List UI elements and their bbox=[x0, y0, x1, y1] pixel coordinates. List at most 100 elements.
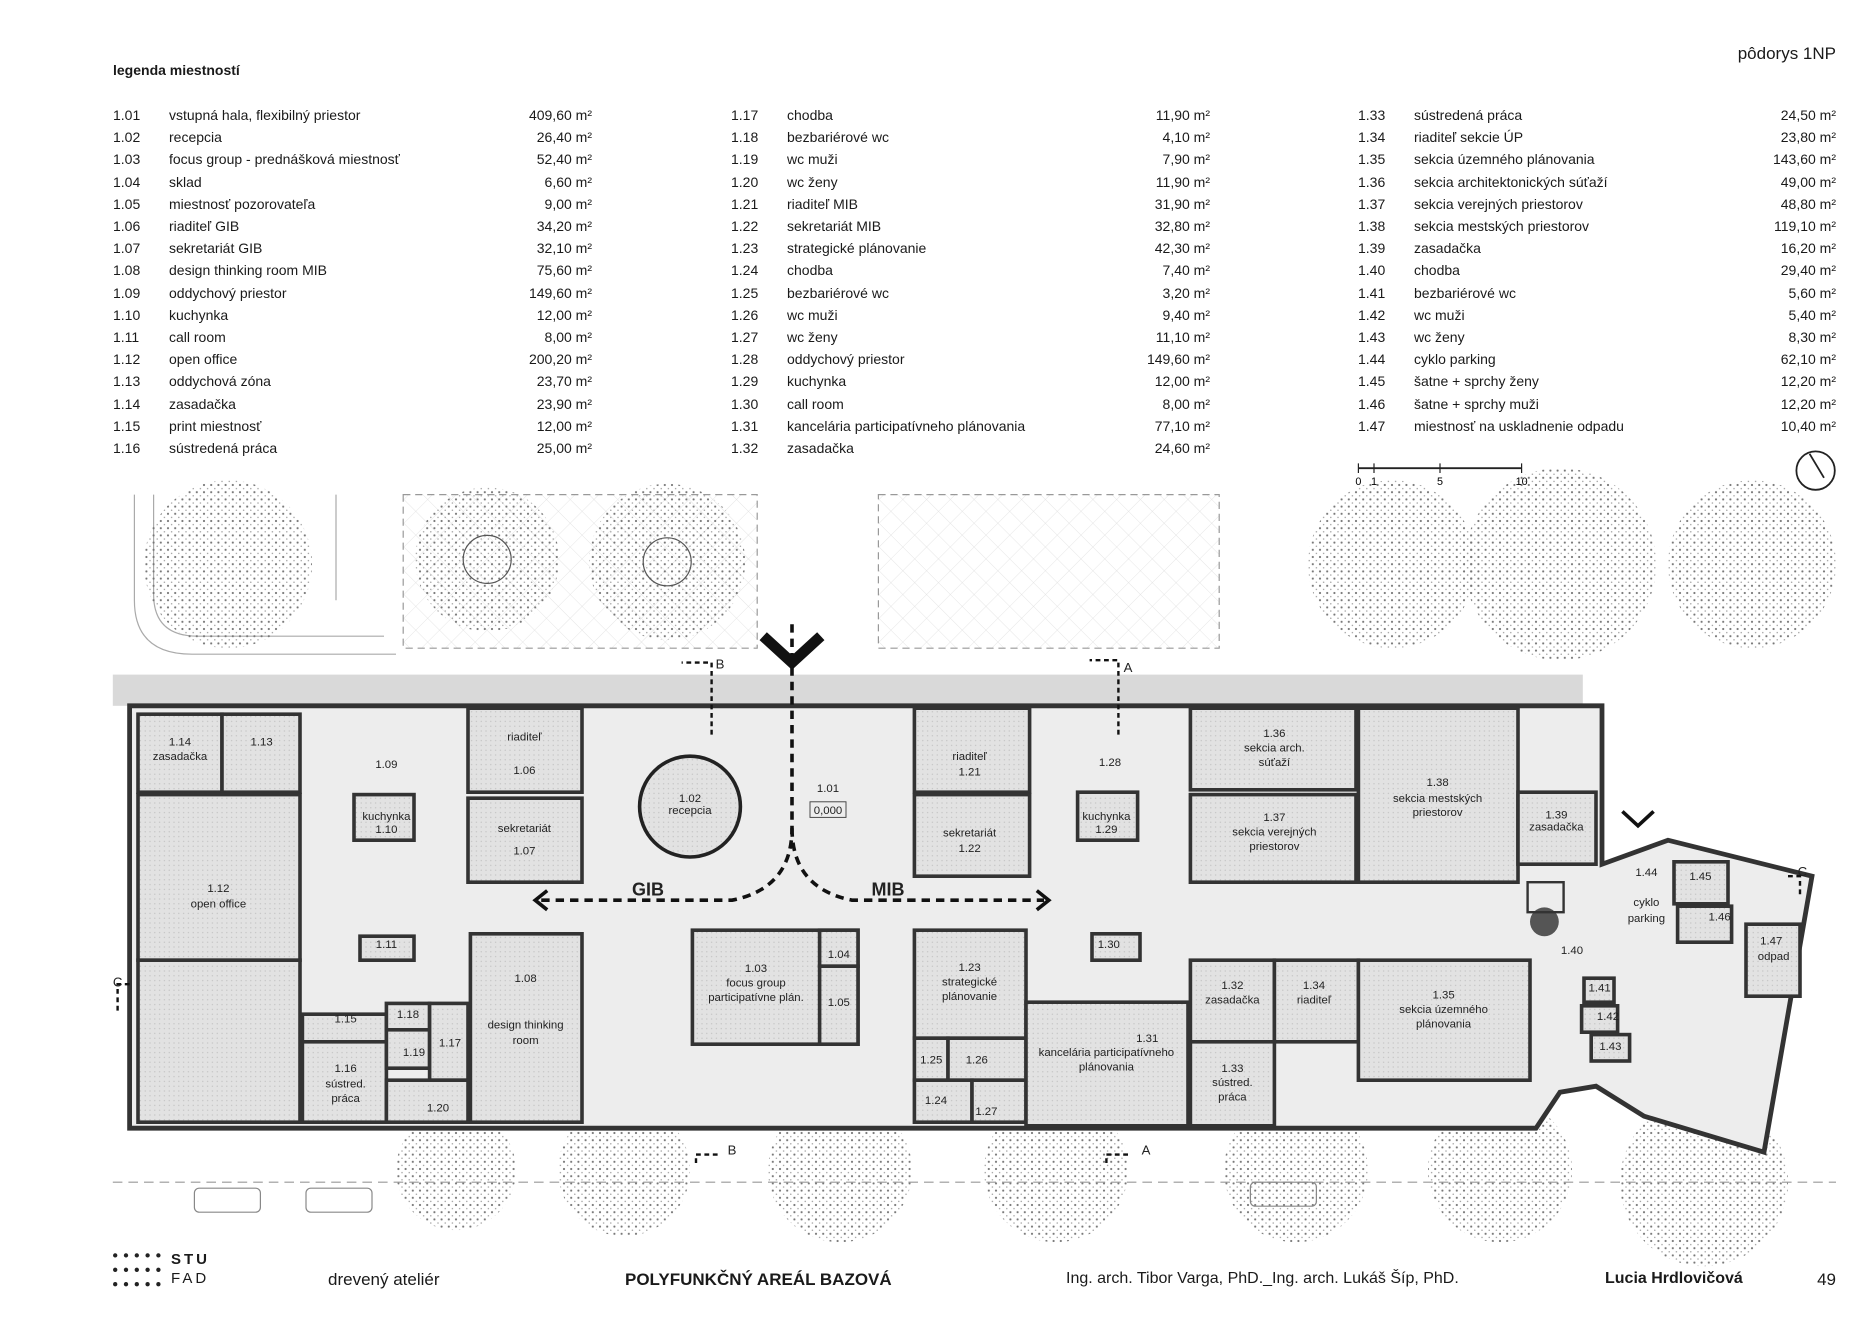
room-area: 11,10 m² bbox=[1155, 329, 1210, 345]
room-number: 1.04 bbox=[113, 173, 141, 190]
logo-dot bbox=[145, 1253, 150, 1258]
room-name: oddychová zóna bbox=[169, 373, 271, 390]
room bbox=[136, 792, 302, 962]
main-entrance-icon bbox=[759, 632, 825, 670]
room-label: riaditeľ bbox=[507, 732, 542, 744]
room bbox=[136, 958, 302, 1124]
logo-dot bbox=[113, 1282, 118, 1287]
room bbox=[912, 706, 1032, 794]
room bbox=[912, 1078, 974, 1124]
tree-canopy bbox=[558, 1104, 690, 1237]
logo-dot bbox=[134, 1267, 139, 1272]
room-area: 9,40 m² bbox=[1162, 306, 1210, 323]
room-name: oddychový priestor bbox=[787, 351, 905, 368]
room-name: šatne + sprchy muži bbox=[1414, 395, 1539, 412]
room-label: 1.30 bbox=[1098, 939, 1120, 951]
room-label: 1.24 bbox=[925, 1095, 947, 1107]
room-name: zasadačka bbox=[169, 395, 236, 412]
room-area: 24,50 m² bbox=[1780, 107, 1836, 123]
logo-dot bbox=[156, 1253, 161, 1258]
room-number: 1.12 bbox=[113, 351, 141, 368]
room-name: bezbariérové wc bbox=[787, 129, 889, 146]
room-number: 1.25 bbox=[731, 284, 759, 301]
room-area: 16,20 m² bbox=[1780, 240, 1836, 257]
room bbox=[1516, 790, 1598, 866]
section-mark-label: B bbox=[728, 1143, 737, 1158]
room-number: 1.39 bbox=[1358, 240, 1386, 257]
room bbox=[1356, 706, 1520, 884]
room-area: 12,00 m² bbox=[536, 417, 592, 434]
room-number: 1.45 bbox=[1358, 373, 1386, 390]
room-number: 1.08 bbox=[113, 262, 141, 279]
room-label: 1.17 bbox=[439, 1038, 461, 1050]
room-label: sekretariát bbox=[498, 823, 552, 835]
room bbox=[1188, 958, 1277, 1044]
studio-name: drevený ateliér bbox=[328, 1270, 440, 1289]
room-label: 1.27 bbox=[975, 1106, 997, 1118]
room-name: call room bbox=[169, 329, 226, 345]
room-number: 1.41 bbox=[1358, 284, 1386, 301]
room bbox=[352, 792, 416, 842]
room-name: oddychový priestor bbox=[169, 284, 287, 301]
room-name: kuchynka bbox=[169, 306, 229, 323]
room-number: 1.46 bbox=[1358, 395, 1386, 412]
logo-dot bbox=[123, 1282, 129, 1287]
room bbox=[1582, 976, 1616, 1004]
room-number: 1.06 bbox=[113, 218, 141, 234]
room bbox=[300, 1040, 389, 1124]
room-number: 1.28 bbox=[731, 351, 759, 368]
room-name: wc ženy bbox=[787, 329, 838, 345]
room bbox=[466, 706, 584, 794]
room bbox=[1090, 931, 1142, 962]
room-number: 1.26 bbox=[731, 306, 759, 323]
room-number: 1.36 bbox=[1358, 173, 1386, 190]
room-number: 1.02 bbox=[113, 129, 141, 146]
room-name: chodba bbox=[787, 262, 833, 279]
room-label: 1.39 bbox=[1545, 810, 1567, 822]
room-label: 1.13 bbox=[251, 736, 273, 748]
room-label: room bbox=[513, 1035, 539, 1047]
room-number: 1.21 bbox=[731, 195, 759, 212]
room-label: 1.26 bbox=[966, 1054, 988, 1066]
room-area: 4,10 m² bbox=[1162, 129, 1210, 146]
room-area: 5,60 m² bbox=[1788, 284, 1836, 301]
room-number: 1.18 bbox=[731, 129, 759, 146]
room-area: 24,60 m² bbox=[1154, 440, 1210, 456]
room-area: 119,10 m² bbox=[1774, 218, 1836, 234]
room bbox=[1356, 958, 1532, 1082]
logo-dot bbox=[156, 1267, 161, 1272]
room-label: sústred. bbox=[325, 1078, 366, 1090]
room-label: kuchynka bbox=[362, 811, 411, 823]
room-label: recepcia bbox=[668, 805, 712, 817]
room bbox=[220, 712, 302, 794]
logo-dot bbox=[145, 1282, 150, 1287]
legend-title: legenda miestností bbox=[113, 62, 240, 78]
tree-canopy bbox=[415, 487, 560, 632]
room-number: 1.11 bbox=[113, 329, 140, 345]
room-number: 1.13 bbox=[113, 373, 141, 390]
tree-canopy bbox=[396, 1110, 516, 1231]
room-number: 1.15 bbox=[113, 417, 141, 434]
room-name: wc muži bbox=[787, 306, 838, 323]
room-label: 1.40 bbox=[1561, 945, 1583, 957]
room-number: 1.47 bbox=[1358, 417, 1386, 434]
room-name: chodba bbox=[787, 107, 833, 123]
room-label: priestorov bbox=[1413, 807, 1463, 819]
room-name: riaditeľ sekcie ÚP bbox=[1414, 129, 1524, 146]
room-area: 62,10 m² bbox=[1780, 351, 1836, 368]
reception-desk bbox=[637, 754, 743, 859]
logo-dot bbox=[134, 1282, 139, 1287]
elevator bbox=[1526, 880, 1565, 914]
room-label: 1.19 bbox=[403, 1047, 425, 1059]
room-number: 1.16 bbox=[113, 440, 141, 456]
room-number: 1.20 bbox=[731, 173, 759, 190]
room-area: 11,90 m² bbox=[1155, 107, 1210, 123]
room-number: 1.40 bbox=[1358, 262, 1386, 279]
room-area: 12,20 m² bbox=[1780, 373, 1836, 390]
room-name: miestnosť pozorovateľa bbox=[169, 195, 316, 212]
room-area: 6,60 m² bbox=[544, 173, 592, 190]
room-name: kancelária participatívneho plánovania bbox=[787, 417, 1026, 434]
room bbox=[1579, 1003, 1620, 1034]
room-label: 1.23 bbox=[959, 962, 981, 974]
circulation-arrows bbox=[540, 624, 1044, 902]
